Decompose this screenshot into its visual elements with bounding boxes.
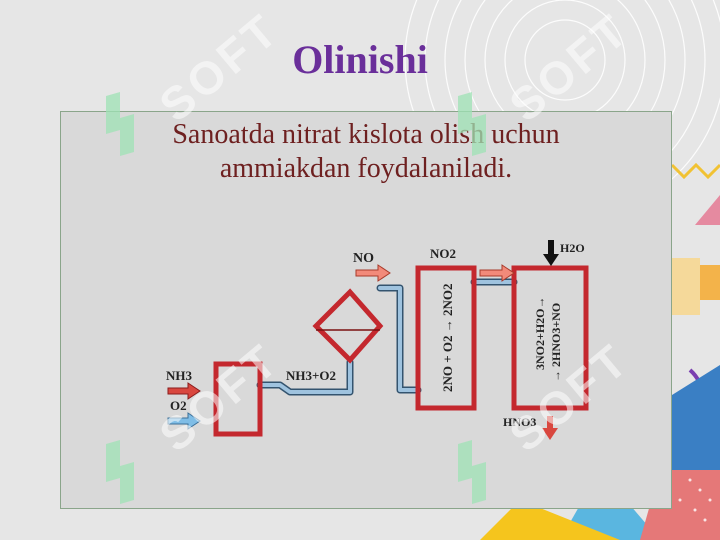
reaction-absorption-line-1: 3NO2+H2O→ (533, 296, 547, 370)
pipe (258, 280, 516, 394)
o2-input-arrow (167, 412, 201, 430)
watermark-logo-2 (458, 92, 486, 156)
product-label: HNO3 (503, 415, 536, 429)
reaction-oxidation: 2NO + O2 → 2NO2 (440, 283, 455, 392)
slide-title: Olinishi (292, 37, 428, 82)
no-label: NO (353, 251, 374, 266)
nitric-acid-output-arrow (542, 416, 558, 440)
nh3-input-arrow (167, 382, 201, 400)
no2-arrow (479, 264, 515, 282)
absorption-tower (511, 265, 589, 411)
mix-label: NH3+O2 (286, 368, 336, 383)
watermark-logo-1 (106, 92, 134, 156)
contact-apparatus (312, 288, 384, 364)
subtitle-line-2: ammiakdan foydalaniladi. (219, 153, 513, 184)
watermark-logo-4 (458, 440, 486, 504)
slide-subtitle: Sanoatda nitrat kislota olish uchun ammi… (60, 118, 672, 186)
no-arrow (355, 264, 391, 282)
reaction-absorption-line-2: → 2HNO3+NO (549, 303, 563, 382)
mixer-apparatus (213, 361, 263, 437)
water-input-arrow (543, 240, 559, 266)
oxidation-tower (415, 265, 477, 411)
watermark-logo-3 (106, 440, 134, 504)
subtitle-line-1: Sanoatda nitrat kislota olish uchun (172, 119, 560, 150)
nitric-acid-process-scheme: NH3 O2 NH3+O2 NO NO2 H2O HNO3 2NO + O2 →… (166, 240, 589, 440)
water-label: H2O (560, 241, 585, 255)
o2-label: O2 (170, 398, 187, 413)
no2-label: NO2 (430, 246, 456, 261)
nh3-label: NH3 (166, 368, 193, 383)
